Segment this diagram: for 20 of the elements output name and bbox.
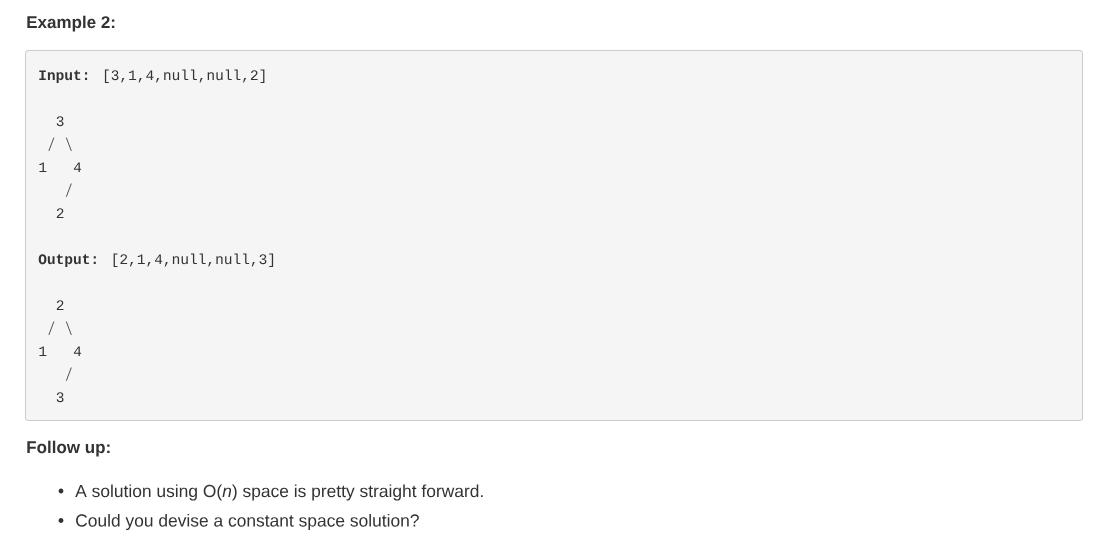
heading: Follow up:: [27, 440, 110, 457]
code-line: Input: [3,1,4,null,null,2]: [39, 69, 265, 83]
branch-line: [65, 183, 72, 198]
node-value: 4: [73, 162, 82, 172]
node-value: 4: [73, 346, 82, 356]
list-item: Could you devise a constant space solution?: [76, 513, 419, 531]
node-value: 2: [56, 208, 64, 218]
branch-line: [48, 137, 55, 152]
node-value: 3: [56, 116, 64, 127]
heading: Example 2:: [27, 15, 115, 32]
node-value: 3: [56, 392, 64, 403]
branch-line: [65, 367, 72, 382]
branch-line: [48, 321, 55, 336]
list-item: A solution using O(n) space is pretty straight forward.: [75, 484, 483, 501]
branch-line: [65, 321, 72, 336]
branch-line: [65, 137, 72, 152]
node-value: 1: [39, 346, 47, 356]
node-value: 2: [56, 300, 64, 310]
code-line: Output: [2,1,4,null,null,3]: [38, 253, 274, 267]
node-value: 1: [39, 162, 47, 172]
